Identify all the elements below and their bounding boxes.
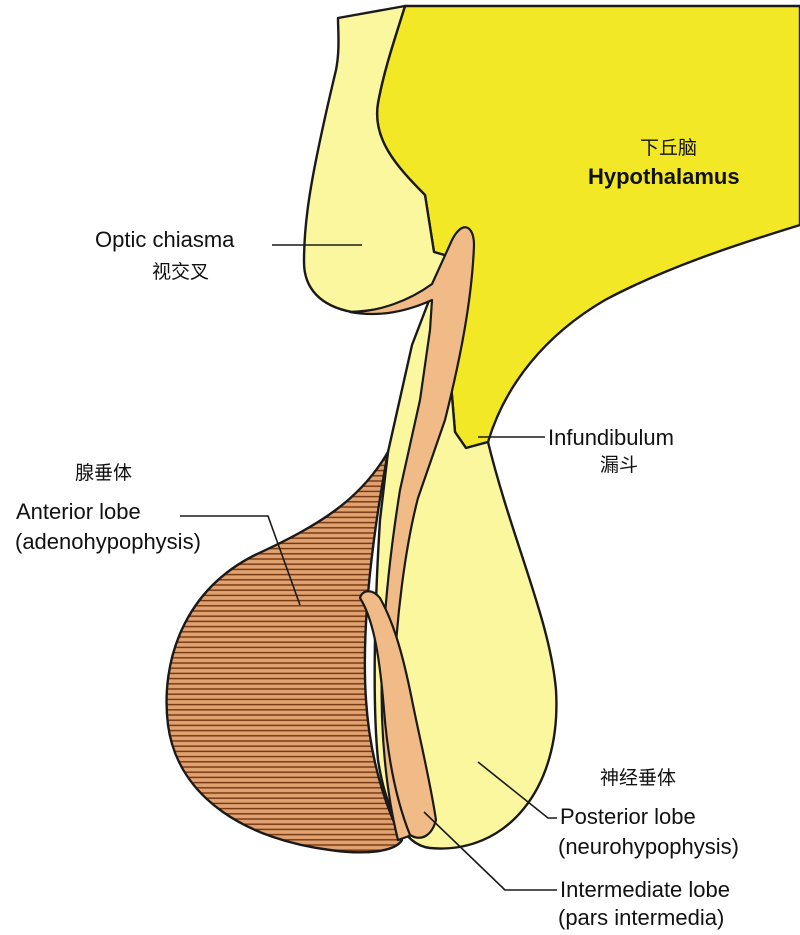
anterior-lobe-label-cn: 腺垂体 [75, 463, 132, 484]
optic-chiasma-label-cn: 视交叉 [152, 262, 209, 283]
infundibulum-label: Infundibulum [548, 426, 674, 450]
anterior-lobe-label: Anterior lobe [16, 500, 141, 524]
posterior-lobe-label-cn: 神经垂体 [600, 768, 676, 789]
hypothalamus-label: Hypothalamus [588, 165, 740, 189]
posterior-lobe-label: Posterior lobe [560, 805, 696, 829]
infundibulum-label-cn: 漏斗 [600, 455, 638, 476]
optic-chiasma-label: Optic chiasma [95, 228, 234, 252]
hypothalamus-label-cn: 下丘脑 [640, 138, 697, 159]
posterior-lobe-label-latin: (neurohypophysis) [558, 835, 739, 859]
anterior-lobe-region [167, 452, 402, 852]
anterior-lobe-label-latin: (adenohypophysis) [15, 530, 201, 554]
intermediate-lobe-label-latin: (pars intermedia) [558, 906, 724, 930]
intermediate-lobe-label: Intermediate lobe [560, 878, 730, 902]
